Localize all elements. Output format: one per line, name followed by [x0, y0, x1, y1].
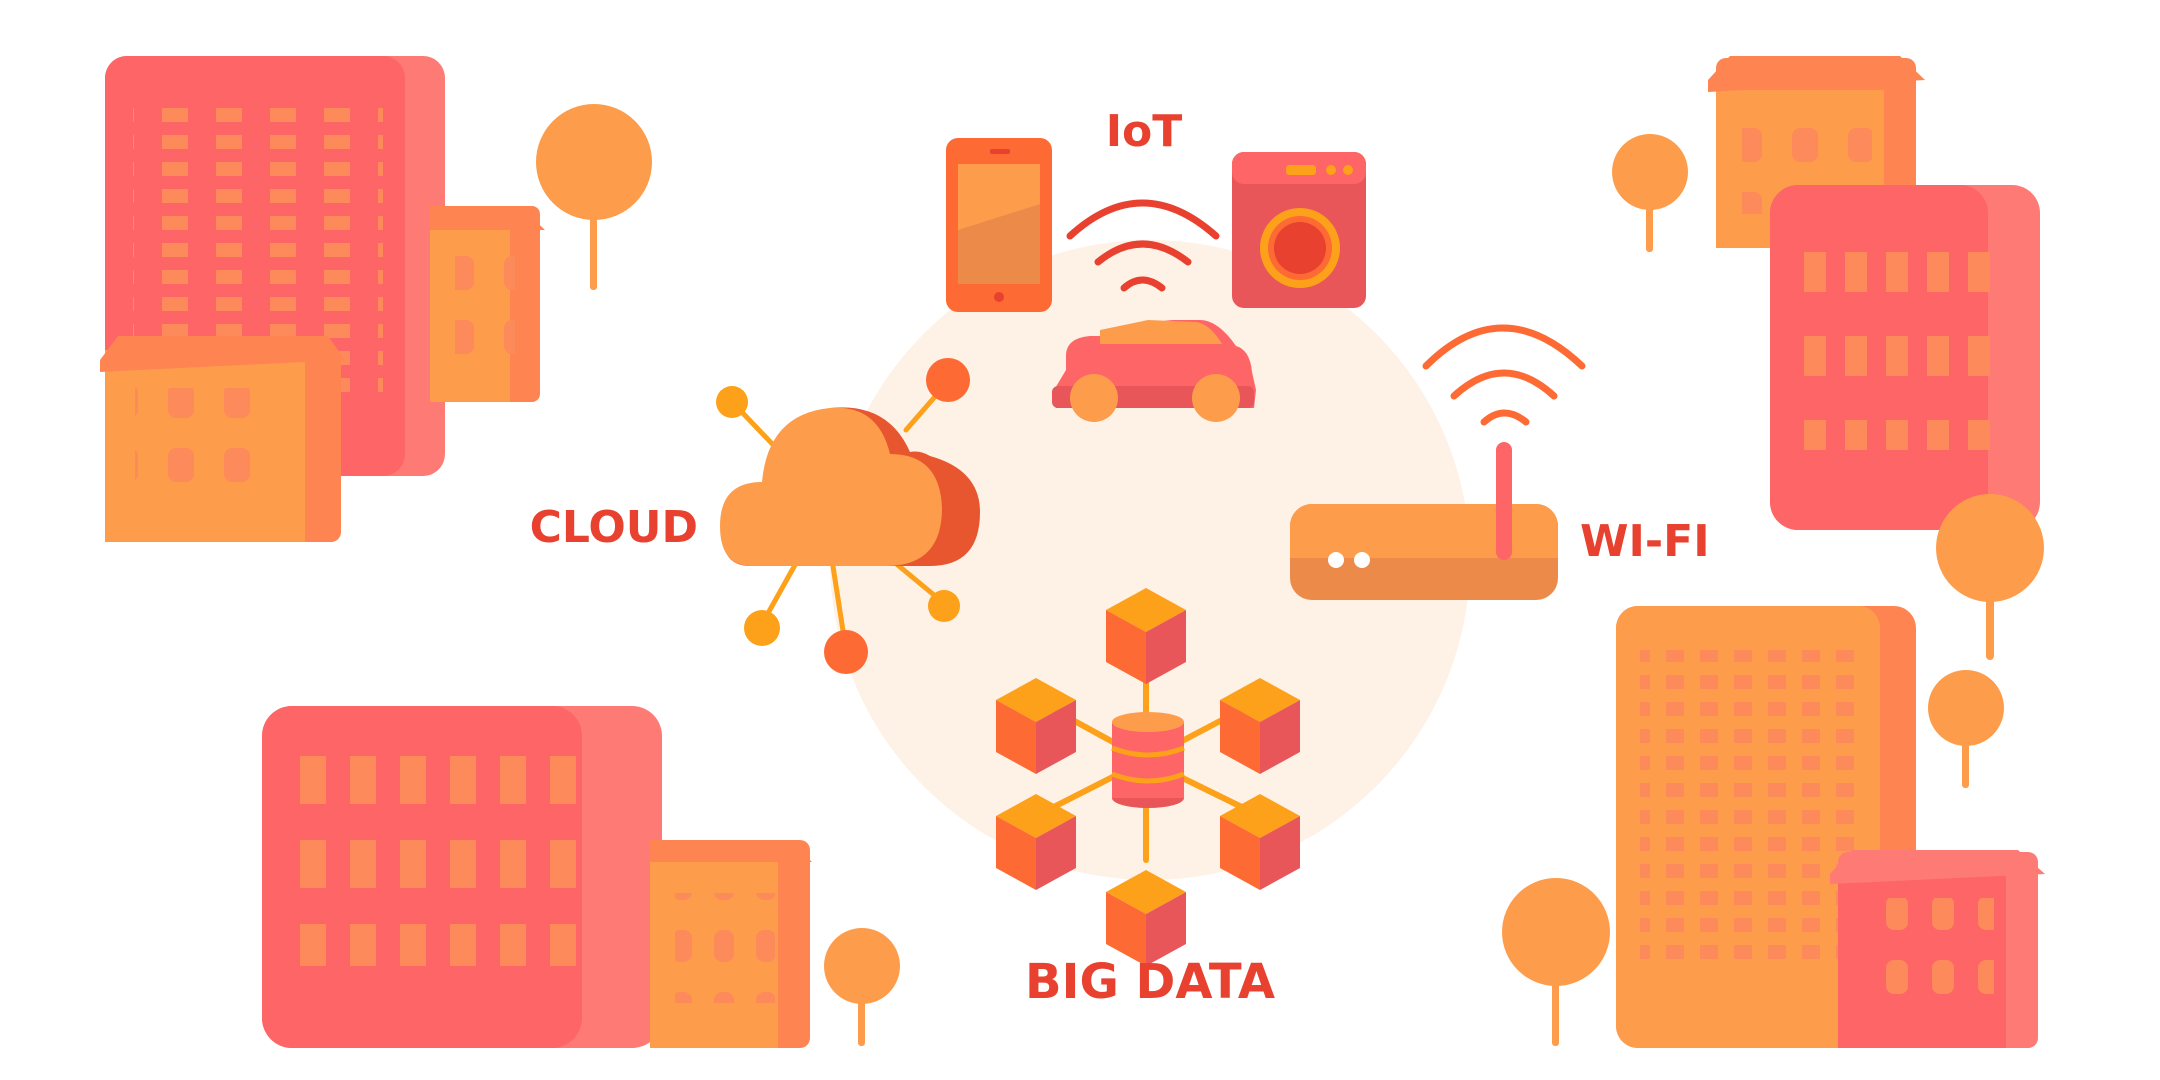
tree-icon: [1936, 494, 2044, 660]
cube-group: [996, 588, 1300, 966]
building-icon: [430, 206, 545, 402]
cube-icon: [1106, 870, 1186, 966]
building-icon: [1830, 850, 2045, 1048]
hub-circle: [830, 240, 1470, 880]
building-icon: [1770, 185, 2040, 530]
cloud-icon: [720, 407, 980, 566]
tablet-icon: [946, 138, 1052, 312]
iot-label: IoT: [1106, 106, 1183, 157]
wifi-icon: [1422, 324, 1586, 426]
cube-icon: [1220, 678, 1300, 774]
cube-icon: [996, 794, 1076, 890]
tree-icon: [824, 928, 900, 1046]
tree-icon: [1928, 670, 2004, 788]
wifi-icon: [1066, 199, 1220, 292]
database-icon: [1111, 712, 1185, 808]
building-icon: [650, 840, 812, 1048]
cube-icon: [1220, 794, 1300, 890]
tree-icon: [536, 104, 652, 290]
cube-icon: [996, 678, 1076, 774]
car-icon: IoT: [1052, 106, 1256, 422]
router-icon: [1290, 442, 1558, 600]
cloud-label: CLOUD: [530, 502, 698, 553]
tree-icon: [1612, 134, 1688, 252]
big-data-label: BIG DATA: [1025, 954, 1275, 1010]
cube-icon: [1106, 588, 1186, 684]
building-icon: [100, 336, 345, 542]
tree-icon: [1502, 878, 1610, 1046]
cloud-network: [716, 358, 970, 674]
wifi-label: WI-FI: [1580, 516, 1710, 567]
building-icon: [262, 706, 662, 1048]
washing-machine-icon: [1232, 152, 1366, 308]
